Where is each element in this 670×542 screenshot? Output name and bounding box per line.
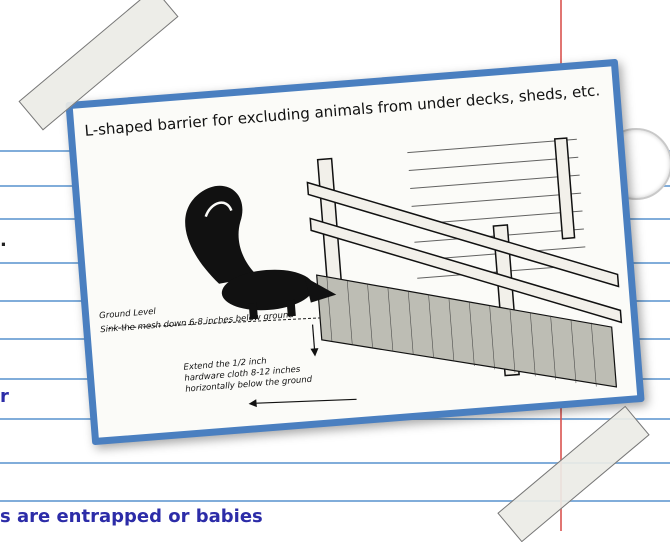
extension-arrow [257,395,357,407]
arrow-head [310,348,319,357]
background-text-fragment: s are entrapped or babies [0,506,263,527]
depth-arrow [313,325,315,353]
skunk-icon [182,177,337,324]
background-text-fragment: . [0,230,7,251]
arrow-head [248,399,257,408]
barrier-diagram-card: L-shaped barrier for excluding animals f… [65,59,644,445]
background-text-fragment: r [0,386,9,407]
deck-post [555,138,575,239]
